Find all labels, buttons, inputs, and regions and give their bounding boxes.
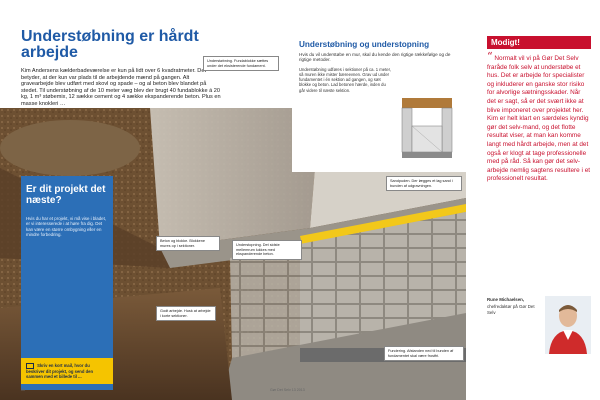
reader-project-box: Er dit projekt det næste? Hvis du har et… <box>21 176 113 390</box>
underpinning-diagram <box>401 98 453 158</box>
info-title: Understøbning og understopning <box>299 40 430 49</box>
info-panel: Understøbning og understopning Hvis du v… <box>292 34 468 172</box>
footer-center: Gør Det Selv 13 2013 <box>270 388 305 392</box>
callout-godt-arbejde: Godt arbejde. Husk at arbejde i korte se… <box>156 306 216 322</box>
editor-byline: Rune Michaelsen, chefredaktør på Gør Det… <box>487 297 543 315</box>
editor-portrait <box>545 296 591 354</box>
editor-role: chefredaktør på Gør Det Selv <box>487 304 535 315</box>
callout-fundering: Fundering. Afstanden ned til bunden af f… <box>384 346 464 362</box>
info-intro: Hvis du vil understøbe en mur, skal du k… <box>299 52 451 63</box>
editor-quote: “ Normalt vil vi på Gør Det Selv fraråde… <box>487 51 591 184</box>
reader-project-title: Er dit projekt det næste? <box>26 184 106 206</box>
callout-sandpuden: Sandpuden. Der lægges et lag sand i bund… <box>386 176 462 192</box>
article-title: Understøbning er hårdt arbejde <box>21 28 199 61</box>
reader-project-footer-text: Skriv en kort mail, hvor du beskriver di… <box>26 362 94 379</box>
quote-mark-icon: “ <box>487 50 493 63</box>
callout-understopning: Understopning. Det sidste mellemrum lukk… <box>232 240 302 261</box>
reader-project-footer: Skriv en kort mail, hvor du beskriver di… <box>21 357 113 384</box>
editor-name: Rune Michaelsen, <box>487 297 525 302</box>
info-body: Understøbning udføres i sektioner på ca.… <box>299 66 391 93</box>
editor-header: Modigt! <box>487 36 591 49</box>
callout-beton-blokke: Beton og blokke. Blokkene mures op i sek… <box>156 236 220 252</box>
page-number-left: 88 <box>21 388 25 392</box>
article-lead: Kim Andersens kælderbadeværelse er kun p… <box>21 68 221 107</box>
callout-understobning: Understøbning. Fundablokke sættes under … <box>203 56 279 72</box>
editor-quote-text: Normalt vil vi på Gør Det Selv fraråde f… <box>487 55 591 183</box>
reader-project-body: Hvis du har et projekt, vi må vise i bla… <box>26 216 107 238</box>
